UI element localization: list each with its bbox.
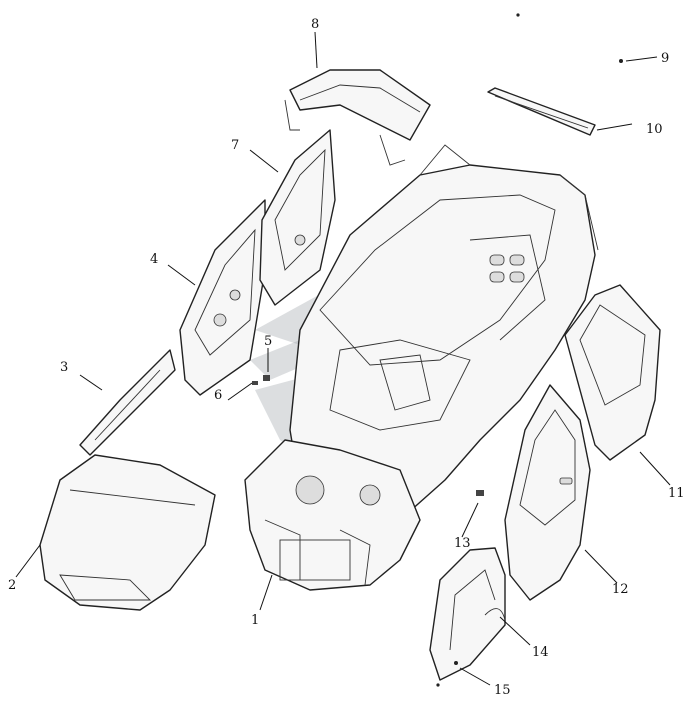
callout-15: 15 xyxy=(494,683,511,698)
callout-labels: 1 2 3 4 5 6 7 8 9 10 11 12 13 14 15 xyxy=(8,17,685,698)
callout-9: 9 xyxy=(661,51,669,66)
callout-3: 3 xyxy=(60,360,68,375)
callout-13: 13 xyxy=(454,536,471,551)
rear-door-right xyxy=(564,284,661,461)
clip-9 xyxy=(516,13,623,63)
callout-2: 2 xyxy=(8,578,16,593)
callout-8: 8 xyxy=(311,17,319,32)
rear-panel-reinforcement xyxy=(487,87,596,136)
callout-12: 12 xyxy=(612,582,629,597)
rear-door-left xyxy=(259,129,336,306)
fender-clip xyxy=(476,490,484,496)
callout-5: 5 xyxy=(264,334,272,349)
front-fender-bracket xyxy=(79,349,176,456)
hood xyxy=(39,454,216,611)
front-door-right xyxy=(504,384,591,601)
callout-14: 14 xyxy=(532,645,549,660)
callout-6: 6 xyxy=(214,388,222,403)
fender-fastener xyxy=(436,661,458,687)
callout-10: 10 xyxy=(646,122,663,137)
callout-4: 4 xyxy=(150,252,158,267)
leader-lines xyxy=(15,31,671,686)
trunk-lid xyxy=(284,69,431,166)
callout-11: 11 xyxy=(668,486,685,501)
callout-7: 7 xyxy=(231,138,239,153)
front-fender-right xyxy=(429,547,506,681)
callout-1: 1 xyxy=(251,613,259,628)
front-frame-assembly xyxy=(244,439,421,591)
small-fastener-5-6 xyxy=(252,375,270,385)
front-door-left xyxy=(179,199,266,396)
